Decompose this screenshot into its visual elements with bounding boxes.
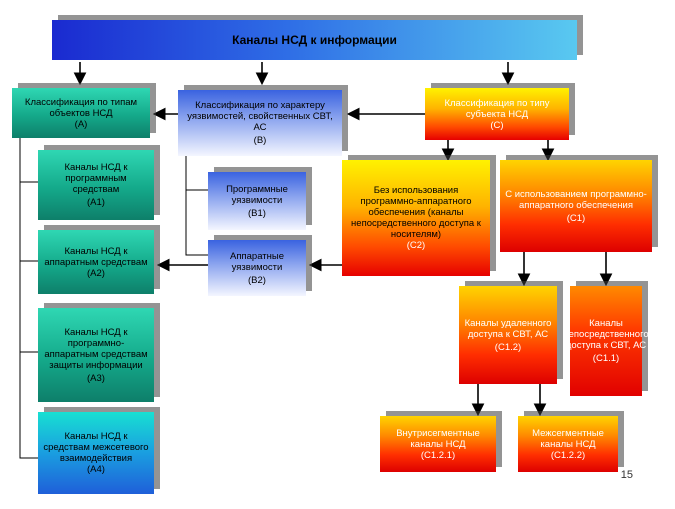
node-b-label: Классификация по характеру уязвимостей, … <box>187 100 333 133</box>
node-b2-label: Аппаратные уязвимости <box>230 250 284 273</box>
node-b1: Программные уязвимости (В1) <box>208 172 306 230</box>
node-c: Классификация по типу субъекта НСД (С) <box>425 88 569 140</box>
node-a3-label: Каналы НСД к программно-аппаратным средс… <box>44 326 148 371</box>
node-c2: Без использования программно-аппаратного… <box>342 160 490 276</box>
node-b1-label: Программные уязвимости <box>226 183 288 206</box>
node-c1: С использованием программно-аппаратного … <box>500 160 652 252</box>
node-c121: Внутрисегментные каналы НСД (С1.2.1) <box>380 416 496 472</box>
node-a1-label: Каналы НСД к программным средствам <box>64 162 128 195</box>
node-a1-code: (А1) <box>87 197 105 208</box>
node-a2: Каналы НСД к аппаратным средствам (А2) <box>38 230 154 294</box>
page-number: 15 <box>620 469 633 481</box>
node-a2-label: Каналы НСД к аппаратным средствам <box>44 245 148 268</box>
node-c11-code: (С1.1) <box>592 353 620 364</box>
node-c-code: (С) <box>490 119 504 131</box>
node-c121-code: (С1.2.1) <box>420 449 456 461</box>
node-c122-code: (С1.2.2) <box>550 449 586 461</box>
node-a1: Каналы НСД к программным средствам (А1) <box>38 150 154 220</box>
node-b2: Аппаратные уязвимости (В2) <box>208 240 306 296</box>
node-b: Классификация по характеру уязвимостей, … <box>178 90 342 156</box>
node-a2-code: (А2) <box>87 267 105 279</box>
node-b1-code: (В1) <box>248 207 266 219</box>
node-c11-label: Каналы непосредственного доступа к СВТ, … <box>563 318 649 351</box>
node-c2-label: Без использования программно-аппаратного… <box>351 185 481 240</box>
node-a-code: (А) <box>74 118 88 130</box>
node-c12-code: (С1.2) <box>494 341 522 353</box>
node-c-label: Классификация по типу субъекта НСД <box>444 97 550 120</box>
node-a4: Каналы НСД к средствам межсетевого взаим… <box>38 412 154 494</box>
node-a: Классификация по типам объектов НСД (А) <box>12 88 150 138</box>
node-b-code: (В) <box>253 135 267 146</box>
node-a4-code: (А4) <box>87 464 105 475</box>
node-a-label: Классификация по типам объектов НСД <box>24 96 138 119</box>
node-c2-code: (С2) <box>406 240 426 251</box>
node-c12: Каналы удаленного доступа к СВТ, АС (С1.… <box>459 286 557 384</box>
node-c121-label: Внутрисегментные каналы НСД <box>396 427 480 450</box>
node-c122: Межсегментные каналы НСД (С1.2.2) <box>518 416 618 472</box>
title-bar: Каналы НСД к информации <box>52 20 577 60</box>
node-c122-label: Межсегментные каналы НСД <box>532 427 604 450</box>
diagram-title: Каналы НСД к информации <box>232 32 397 47</box>
node-c11: Каналы непосредственного доступа к СВТ, … <box>563 286 649 396</box>
node-c1-label: С использованием программно-аппаратного … <box>505 188 647 211</box>
node-a4-label: Каналы НСД к средствам межсетевого взаим… <box>43 431 149 464</box>
node-c1-code: (С1) <box>566 212 586 224</box>
node-b2-code: (В2) <box>248 274 266 286</box>
node-a3: Каналы НСД к программно-аппаратным средс… <box>38 308 154 402</box>
node-a3-code: (А3) <box>87 372 105 384</box>
node-c12-label: Каналы удаленного доступа к СВТ, АС <box>464 317 552 340</box>
